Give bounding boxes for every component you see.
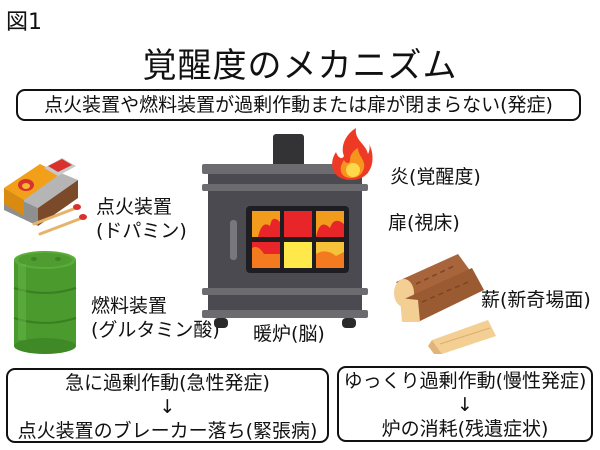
down-arrow-icon: ↓	[457, 394, 473, 416]
fuel-drum-icon	[13, 251, 77, 354]
chronic-result: 炉の消耗(残遺症状)	[381, 418, 549, 440]
chronic-outcome-box: ゆっくり過剰作動(慢性発症) ↓ 炉の消耗(残遺症状)	[337, 366, 593, 442]
summary-box: 点火装置や燃料装置が過剰作動または扉が閉まらない(発症)	[16, 89, 581, 121]
matchbox-icon	[4, 158, 78, 226]
matches-icon	[32, 204, 87, 236]
down-arrow-icon: ↓	[159, 396, 176, 418]
firewood-icon	[394, 254, 496, 354]
summary-text: 点火装置や燃料装置が過剰作動または扉が閉まらない(発症)	[44, 94, 553, 116]
fuel-label: 燃料装置 (グルタミン酸)	[91, 295, 220, 341]
acute-outcome-box: 急に過剰作動(急性発症) ↓ 点火装置のブレーカー落ち(緊張病)	[6, 368, 329, 443]
acute-cause: 急に過剰作動(急性発症)	[65, 372, 270, 394]
flame-icon	[332, 128, 373, 180]
chronic-cause: ゆっくり過剰作動(慢性発症)	[343, 370, 587, 392]
figure-label: 図1	[6, 10, 42, 35]
acute-result: 点火装置のブレーカー落ち(緊張病)	[17, 420, 318, 442]
firewood-label: 薪(新奇場面)	[481, 289, 591, 311]
ignition-label: 点火装置 (ドパミン)	[96, 196, 187, 242]
page-title: 覚醒度のメカニズム	[142, 46, 458, 86]
stove-icon	[202, 134, 368, 328]
stove-label: 暖炉(脳)	[253, 323, 325, 345]
door-label: 扉(視床)	[388, 212, 460, 234]
flame-label: 炎(覚醒度)	[390, 166, 481, 188]
